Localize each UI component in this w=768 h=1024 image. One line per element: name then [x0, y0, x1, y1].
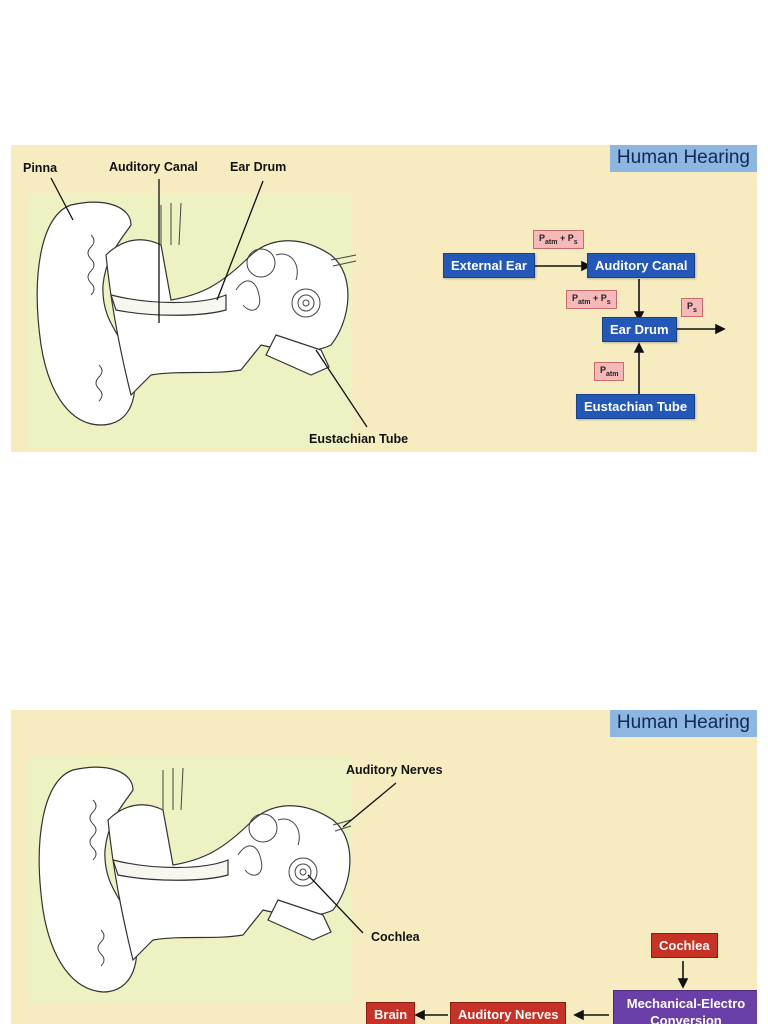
flow-mechanical-line2: Conversion — [650, 1013, 722, 1024]
ear-illustration — [36, 177, 726, 428]
pressure-label-out: Ps — [681, 298, 703, 317]
label-cochlea: Cochlea — [371, 930, 420, 944]
eustachian-tube-shape — [267, 899, 332, 941]
flow-external-ear: External Ear — [443, 253, 535, 278]
canal-tube — [110, 294, 227, 316]
flow-mechanical-electro-conversion: Mechanical-Electro Conversion — [613, 990, 757, 1024]
head-section — [107, 804, 351, 962]
pressure-label-top: Patm + Ps — [533, 230, 584, 249]
flow-eustachian-tube: Eustachian Tube — [576, 394, 696, 419]
label-auditory-canal: Auditory Canal — [109, 160, 198, 174]
ear-illustration — [38, 766, 689, 1021]
pressure-label-mid: Patm + Ps — [566, 290, 617, 309]
label-pinna: Pinna — [23, 161, 58, 175]
flow-mechanical-line1: Mechanical-Electro — [626, 996, 746, 1011]
flow-ear-drum: Ear Drum — [602, 317, 677, 342]
slide-title: Human Hearing — [609, 145, 757, 172]
pressure-label-bottom: Patm — [594, 362, 625, 381]
label-ear-drum: Ear Drum — [230, 160, 287, 174]
flow-brain: Brain — [366, 1002, 416, 1024]
eustachian-tube-shape — [265, 334, 330, 376]
slide-2: Human Hearing — [11, 710, 757, 1024]
slide-1: Human Hearing — [11, 145, 757, 452]
label-auditory-nerves: Auditory Nerves — [346, 763, 443, 777]
flow-auditory-nerves: Auditory Nerves — [450, 1002, 567, 1024]
slide-title: Human Hearing — [609, 710, 757, 737]
head-section — [105, 239, 349, 397]
flow-cochlea: Cochlea — [651, 933, 718, 958]
canal-tube — [112, 859, 229, 881]
label-eustachian-tube: Eustachian Tube — [309, 432, 409, 446]
flow-auditory-canal: Auditory Canal — [587, 253, 696, 278]
